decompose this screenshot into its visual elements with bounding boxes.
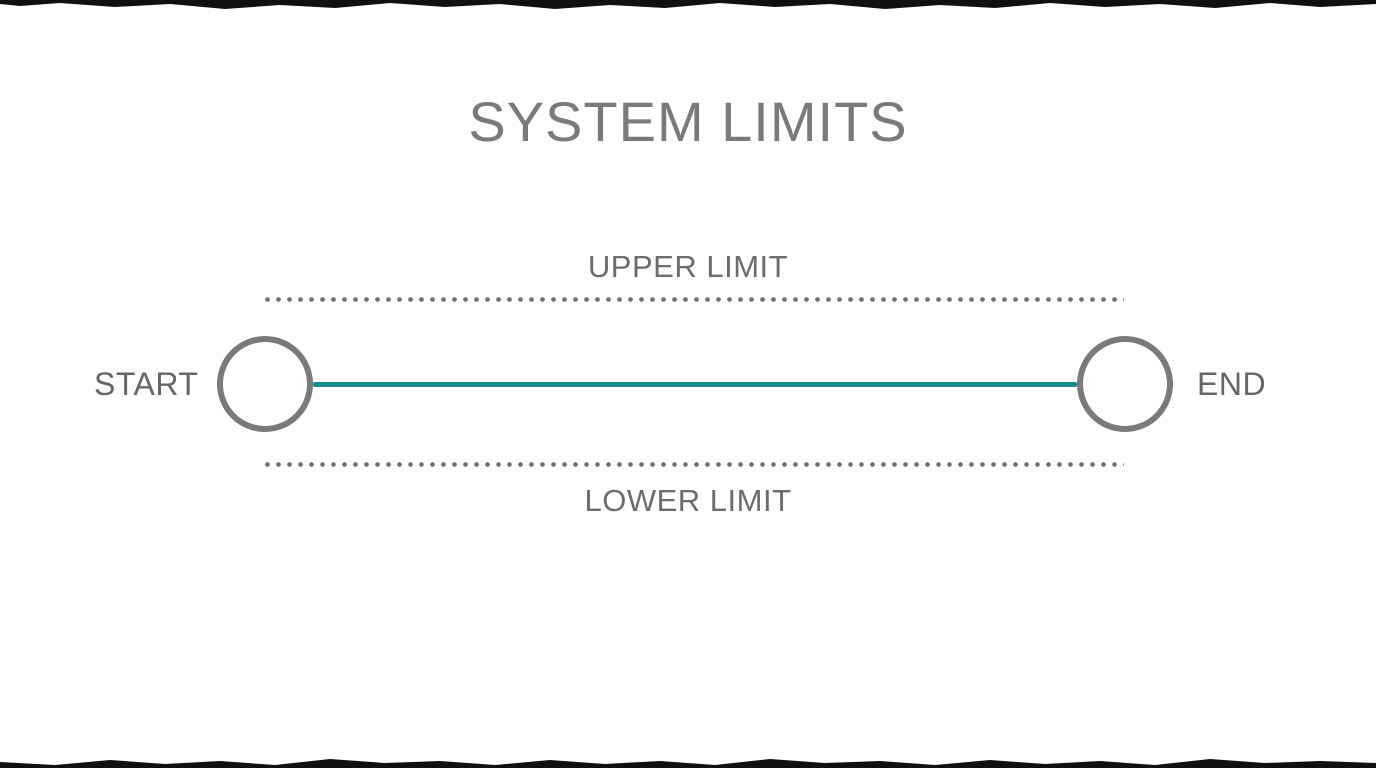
upper-limit-label: UPPER LIMIT bbox=[587, 249, 789, 284]
end-node-circle bbox=[1077, 336, 1173, 432]
upper-limit-dotted-line bbox=[262, 297, 1124, 302]
start-node-circle bbox=[217, 336, 313, 432]
lower-limit-label: LOWER LIMIT bbox=[584, 483, 792, 518]
end-label: END bbox=[1197, 366, 1267, 402]
diagram-title: SYSTEM LIMITS bbox=[468, 90, 908, 153]
torn-edge-top-icon bbox=[0, 0, 1376, 9]
start-label: START bbox=[94, 366, 199, 402]
lower-limit-dotted-line bbox=[262, 462, 1124, 467]
torn-edge-bottom-icon bbox=[0, 759, 1376, 768]
system-range-line bbox=[313, 382, 1077, 387]
